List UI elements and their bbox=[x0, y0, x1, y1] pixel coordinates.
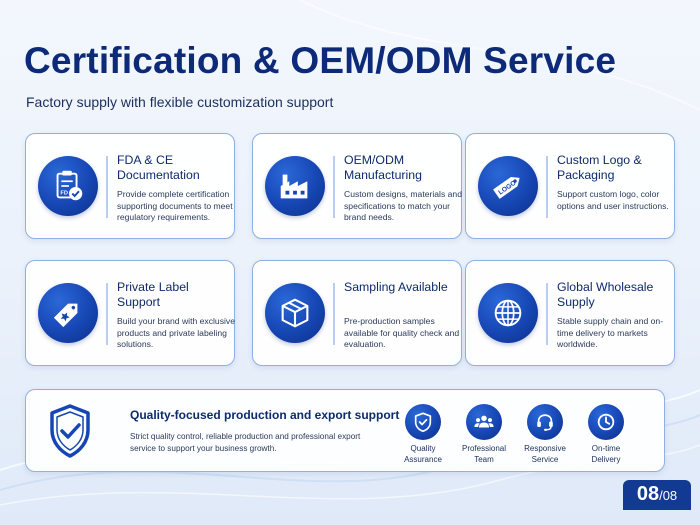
card-divider bbox=[106, 283, 108, 345]
page-number-badge: 08 /08 bbox=[623, 480, 691, 510]
box-icon bbox=[265, 283, 325, 343]
page-current: 08 bbox=[636, 483, 660, 505]
card-title: Private Label Support bbox=[117, 280, 189, 309]
card-title: Custom Logo & Packaging bbox=[557, 153, 642, 182]
globe-icon bbox=[478, 283, 538, 343]
feature-professional-team: Professional Team bbox=[454, 404, 514, 465]
clock-icon bbox=[588, 404, 624, 440]
card-divider bbox=[333, 156, 335, 218]
card-title: Sampling Available bbox=[344, 280, 448, 294]
card-description: Stable supply chain and on-time delivery… bbox=[557, 316, 664, 350]
card-private-label: Private Label Support Build your brand w… bbox=[25, 260, 235, 366]
logo-tag-icon: LOGO bbox=[478, 156, 538, 216]
shield-check-icon bbox=[405, 404, 441, 440]
quality-panel-description: Strict quality control, reliable product… bbox=[130, 432, 361, 453]
card-sampling: Sampling Available Pre-production sample… bbox=[252, 260, 462, 366]
feature-label-line: Assurance bbox=[404, 455, 442, 464]
feature-on-time-delivery: On-time Delivery bbox=[576, 404, 636, 465]
feature-responsive-service: Responsive Service bbox=[515, 404, 575, 465]
feature-label-line: Quality bbox=[410, 444, 436, 453]
factory-icon bbox=[265, 156, 325, 216]
feature-label-line: Delivery bbox=[591, 455, 621, 464]
card-divider bbox=[546, 283, 548, 345]
clipboard-check-icon: FD bbox=[38, 156, 98, 216]
card-oem-odm: OEM/ODM Manufacturing Custom designs, ma… bbox=[252, 133, 462, 239]
feature-label-line: Responsive bbox=[524, 444, 566, 453]
quality-support-panel: Quality-focused production and export su… bbox=[25, 389, 665, 472]
card-divider bbox=[106, 156, 108, 218]
feature-label-line: Team bbox=[474, 455, 494, 464]
svg-text:FD: FD bbox=[60, 191, 68, 197]
card-custom-logo: LOGO Custom Logo & Packaging Support cus… bbox=[465, 133, 675, 239]
page-subtitle: Factory supply with flexible customizati… bbox=[26, 94, 334, 110]
quality-panel-title: Quality-focused production and export su… bbox=[130, 408, 400, 422]
headset-icon bbox=[527, 404, 563, 440]
feature-quality-assurance: Quality Assurance bbox=[393, 404, 453, 465]
shield-check-icon bbox=[50, 404, 90, 458]
card-title: Global Wholesale Supply bbox=[557, 280, 654, 309]
card-fda-ce: FD FDA & CE Documentation Provide comple… bbox=[25, 133, 235, 239]
card-description: Provide complete certification supportin… bbox=[117, 189, 233, 223]
team-icon bbox=[466, 404, 502, 440]
feature-label-line: Service bbox=[531, 455, 559, 464]
card-global-wholesale: Global Wholesale Supply Stable supply ch… bbox=[465, 260, 675, 366]
card-divider bbox=[546, 156, 548, 218]
card-divider bbox=[333, 283, 335, 345]
card-title: FDA & CE Documentation bbox=[117, 153, 200, 182]
card-description: Support custom logo, color options and u… bbox=[557, 189, 669, 211]
page-title: Certification & OEM/ODM Service bbox=[24, 40, 617, 81]
star-tag-icon bbox=[38, 283, 98, 343]
page-total: /08 bbox=[659, 488, 678, 503]
feature-label-line: On-time bbox=[591, 444, 621, 453]
card-description: Pre-production samples available for qua… bbox=[344, 316, 460, 350]
card-description: Build your brand with exclusive products… bbox=[117, 316, 235, 350]
card-description: Custom designs, materials and specificat… bbox=[344, 189, 462, 223]
feature-label-line: Professional bbox=[461, 444, 507, 453]
card-title: OEM/ODM Manufacturing bbox=[344, 153, 422, 182]
